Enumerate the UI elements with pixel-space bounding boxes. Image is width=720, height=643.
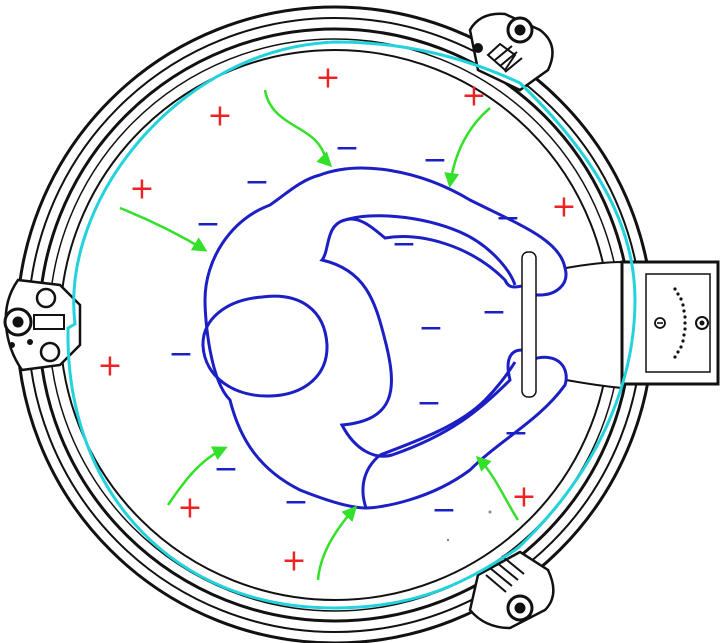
bottom-hinge bbox=[468, 550, 555, 630]
negative-charge: − bbox=[418, 311, 443, 346]
negative-charge: − bbox=[168, 337, 193, 372]
electrode-strip bbox=[521, 251, 537, 398]
negative-charges: − − − − − − − − − − − − − − bbox=[168, 131, 528, 528]
field-arrow bbox=[263, 89, 333, 168]
field-arrow bbox=[444, 107, 491, 188]
positive-charge: + bbox=[129, 172, 154, 207]
field-arrow bbox=[316, 505, 358, 581]
negative-charge: − bbox=[503, 416, 528, 451]
negative-charge: − bbox=[334, 131, 359, 166]
negative-charge: − bbox=[244, 165, 269, 200]
control-panel bbox=[565, 260, 720, 390]
negative-charge: − bbox=[431, 493, 456, 528]
power-icon[interactable] bbox=[695, 316, 709, 330]
positive-charge: + bbox=[207, 99, 232, 134]
negative-charge: − bbox=[195, 207, 220, 242]
minus-circle-icon[interactable] bbox=[654, 317, 666, 329]
housing bbox=[15, 5, 655, 643]
negative-charge: − bbox=[283, 485, 308, 520]
left-hinge-bolt-top bbox=[35, 287, 57, 309]
positive-charge: + bbox=[281, 544, 306, 579]
housing-ring-2 bbox=[27, 17, 643, 633]
body-inner-mid bbox=[361, 453, 381, 509]
field-arrow bbox=[475, 455, 520, 521]
positive-charge: + bbox=[97, 349, 122, 384]
positive-charge: + bbox=[461, 79, 486, 114]
negative-charge: − bbox=[416, 386, 441, 421]
positive-charge: + bbox=[511, 480, 536, 515]
positive-charge: + bbox=[177, 491, 202, 526]
left-hinge-bolt-bottom bbox=[39, 341, 61, 363]
positive-charge: + bbox=[551, 190, 576, 225]
negative-charge: − bbox=[391, 227, 416, 262]
body-inner-top bbox=[344, 214, 517, 286]
level-scale bbox=[673, 287, 687, 359]
left-hinge bbox=[3, 278, 82, 372]
negative-charge: − bbox=[495, 201, 520, 236]
head-outline bbox=[201, 294, 329, 398]
field-arrow bbox=[166, 446, 228, 506]
negative-charge: − bbox=[422, 143, 447, 178]
housing-outer-ring bbox=[15, 5, 655, 643]
body-inner-bottom bbox=[379, 361, 517, 457]
field-boundary bbox=[66, 40, 637, 610]
positive-charges: + + + + + + + + + bbox=[97, 61, 576, 579]
field-arrows bbox=[119, 89, 520, 581]
field-arrow bbox=[119, 206, 208, 252]
positive-charge: + bbox=[315, 61, 340, 96]
negative-charge: − bbox=[481, 295, 506, 330]
negative-charge: − bbox=[213, 452, 238, 487]
